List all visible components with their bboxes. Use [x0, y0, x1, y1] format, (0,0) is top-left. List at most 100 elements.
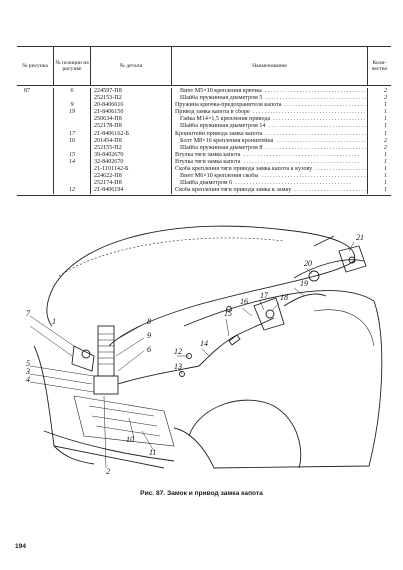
leader-dots: ........................................ — [273, 116, 367, 123]
row-8-part: 252155-П2 — [94, 144, 122, 151]
header-part-number: № детали — [91, 47, 172, 85]
row-2-name: Пружина крючка-предохранителя капота ...… — [172, 102, 367, 109]
row-11-part: 21-1101142-Б — [94, 166, 129, 173]
row-3-pos: 19 — [68, 109, 76, 116]
row-7-part: 201454-П8 — [94, 137, 122, 144]
row-13-pos — [54, 180, 90, 187]
row-3-fig — [17, 109, 53, 116]
row-9-name: Втулка тяги замка капота ...............… — [175, 151, 361, 158]
row-4-pos — [54, 116, 90, 123]
callout-21: 21 — [356, 233, 364, 242]
row-9-fig — [17, 152, 53, 159]
row-4-fig — [17, 116, 53, 123]
row-8-qty: 2 — [383, 144, 387, 151]
row-9-part: 39-8402670 — [94, 151, 124, 158]
leader-dots: ........................................ — [232, 180, 353, 187]
row-2-qty: 1 — [383, 102, 387, 109]
row-6-fig — [17, 131, 53, 138]
row-11-qty: 1 — [383, 166, 387, 173]
row-14-pos: 12 — [68, 187, 76, 194]
row-4-part: 250634-П8 — [94, 116, 122, 123]
row-9-qty: 1 — [383, 151, 387, 158]
row-14-name: Скоба крепления тяги привода замка к зам… — [172, 187, 367, 194]
leader-dots: ........................................ — [265, 130, 367, 137]
row-5-pos — [54, 123, 90, 130]
row-12-qty: 1 — [383, 173, 387, 180]
callout-13: 13 — [174, 362, 182, 371]
callout-16: 16 — [240, 297, 248, 306]
row-13-qty: 1 — [383, 180, 387, 187]
table-header: № рисунка № позиции на рисунке № детали … — [17, 47, 391, 86]
leader-dots: ........................................ — [284, 102, 367, 109]
row-6-name: Кронштейн привода замка капота .........… — [172, 131, 367, 138]
leader-dots: ........................................ — [265, 144, 367, 151]
row-7-name: Болт М8×16 крепления кронштейна ........… — [172, 138, 367, 145]
header-quantity: Коли-чество — [371, 59, 388, 72]
callout-6: 6 — [147, 345, 151, 354]
row-1-pos — [54, 95, 90, 102]
row-10-name: Втулка тяги замка капота ...............… — [175, 158, 361, 165]
callout-11: 11 — [149, 448, 156, 457]
leader-dots: ........................................ — [315, 166, 367, 173]
row-7-fig — [17, 138, 53, 145]
leader-dots: ........................................ — [265, 95, 367, 102]
row-10-fig — [17, 159, 53, 166]
callout-4: 4 — [26, 375, 30, 384]
row-7-pos: 16 — [68, 137, 76, 144]
callout-20: 20 — [304, 259, 312, 268]
row-3-part: 21-8406150 — [94, 109, 124, 116]
callout-7: 7 — [26, 309, 31, 318]
callout-9: 9 — [147, 331, 151, 340]
row-12-part: 224622-П8 — [94, 173, 122, 180]
callout-1: 1 — [52, 317, 56, 326]
leader-dots: ........................................ — [264, 88, 367, 94]
callout-19: 19 — [300, 279, 308, 288]
row-12-fig — [17, 173, 53, 180]
row-0-qty: 2 — [383, 88, 387, 94]
row-2-pos: 9 — [70, 102, 74, 109]
row-5-fig — [17, 123, 53, 130]
row-10-pos: 14 — [68, 158, 76, 165]
row-11-pos — [54, 166, 90, 173]
leader-dots: ........................................ — [276, 137, 367, 144]
callout-3: 3 — [25, 367, 30, 376]
row-5-name: Шайба пружинная диаметром 14 ...........… — [172, 123, 367, 130]
row-5-part: 252178-П8 — [94, 123, 122, 130]
row-13-part: 252174-П8 — [94, 180, 122, 187]
parts-table: № рисунка № позиции на рисунке № детали … — [17, 46, 391, 197]
row-5-qty: 1 — [383, 123, 387, 130]
leader-dots: ........................................ — [249, 109, 367, 116]
callout-14: 14 — [200, 339, 208, 348]
row-4-qty: 1 — [383, 116, 387, 123]
row-6-qty: 1 — [383, 130, 387, 137]
row-14-qty: 1 — [383, 187, 387, 194]
callout-17: 17 — [260, 291, 269, 300]
header-figure-number: № рисунка — [17, 47, 54, 85]
leader-dots: ........................................ — [294, 187, 367, 194]
row-12-pos — [54, 173, 90, 180]
row-14-fig — [17, 187, 53, 194]
row-7-qty: 2 — [383, 137, 387, 144]
row-4-name: Гайка М14×1,5 крепления привода ........… — [172, 116, 367, 123]
leader-dots: ........................................ — [268, 123, 367, 130]
figure-caption: Рис. 87. Замок и привод замка капота — [140, 490, 263, 497]
row-0-part: 224597-П8 — [94, 88, 122, 94]
row-6-part: 21-8406162-Б — [94, 130, 129, 137]
leader-dots: ........................................ — [240, 158, 361, 165]
row-1-fig — [17, 95, 53, 102]
column-name: Винт М5×10 крепления крючка ............… — [172, 88, 368, 195]
row-13-fig — [17, 180, 53, 187]
row-0-pos: 6 — [70, 88, 74, 94]
row-3-name: Привод замка капота в сборе ............… — [172, 109, 367, 116]
page-number: 194 — [15, 543, 27, 550]
row-6-pos: 17 — [68, 130, 76, 137]
row-2-fig — [17, 102, 53, 109]
row-8-pos — [54, 145, 90, 152]
row-11-name: Скоба крепления тяги привода замка капот… — [172, 166, 367, 173]
